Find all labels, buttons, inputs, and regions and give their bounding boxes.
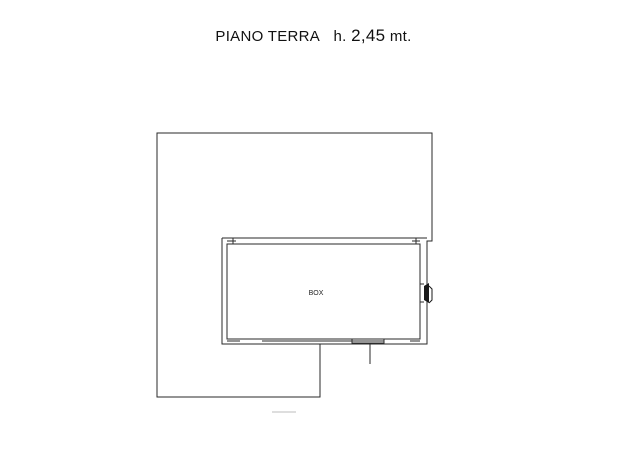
wall-corner-top-right xyxy=(412,238,420,244)
box-outer-wall xyxy=(221,237,427,345)
plan-title: PIANO TERRA h. 2,45 mt. xyxy=(0,26,627,46)
title-height-unit: mt. xyxy=(389,28,412,45)
box-inner-wall xyxy=(226,243,421,340)
wall-corner-top-left xyxy=(227,238,236,244)
title-height-prefix: h. xyxy=(333,28,347,45)
box-side-door xyxy=(424,283,433,304)
title-height-value: 2,45 xyxy=(351,26,386,45)
box-right-opening xyxy=(420,283,424,303)
lot-outline xyxy=(156,132,433,398)
room-label-box: BOX xyxy=(309,290,324,297)
title-level: PIANO TERRA xyxy=(215,28,321,45)
